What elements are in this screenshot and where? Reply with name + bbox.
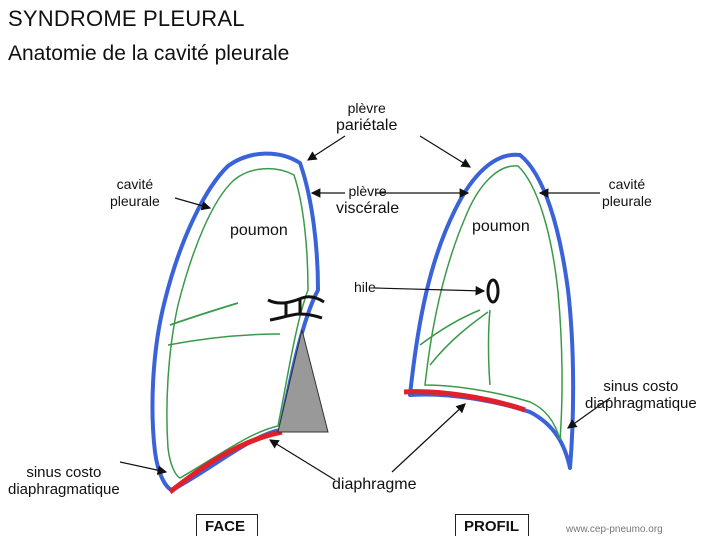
face-fissure-upper: [169, 302, 239, 326]
profile-hilum: [486, 278, 500, 304]
leader-lines: [119, 135, 611, 481]
profile-visceral-pleura: [424, 165, 563, 441]
label-sinus-left: sinus costo diaphragmatique: [8, 464, 120, 498]
label-hile: hile: [354, 279, 376, 295]
page-title: SYNDROME PLEURAL: [8, 6, 245, 31]
profile-view-lung: [403, 152, 576, 470]
face-view-lung: [150, 151, 320, 494]
label-cavite-pleurale-left: cavité pleurale: [110, 176, 160, 209]
trachea: [267, 295, 329, 433]
profile-parietal-pleura: [408, 152, 576, 470]
label-plevre-parietale: plèvre pariétale: [336, 100, 398, 134]
watermark: www.cep-pneumo.org: [566, 524, 663, 535]
trachea-triangle: [277, 329, 329, 433]
label-poumon-right: poumon: [472, 218, 530, 235]
label-plevre-viscerale: plèvre viscérale: [336, 183, 400, 217]
page-subtitle: Anatomie de la cavité pleurale: [8, 42, 290, 65]
view-label-profil: PROFIL: [455, 514, 529, 536]
profile-fissure: [419, 309, 491, 386]
carina-bronchi: [267, 295, 325, 322]
label-cavite-pleurale-right: cavité pleurale: [602, 176, 652, 209]
label-poumon-left: poumon: [230, 222, 288, 239]
view-label-face: FACE: [196, 514, 258, 536]
face-fissure-lower: [167, 333, 281, 346]
label-diaphragme: diaphragme: [332, 476, 417, 493]
label-sinus-right: sinus costo diaphragmatique: [585, 378, 697, 412]
profile-diaphragm: [403, 389, 526, 413]
face-diaphragm: [168, 429, 283, 494]
